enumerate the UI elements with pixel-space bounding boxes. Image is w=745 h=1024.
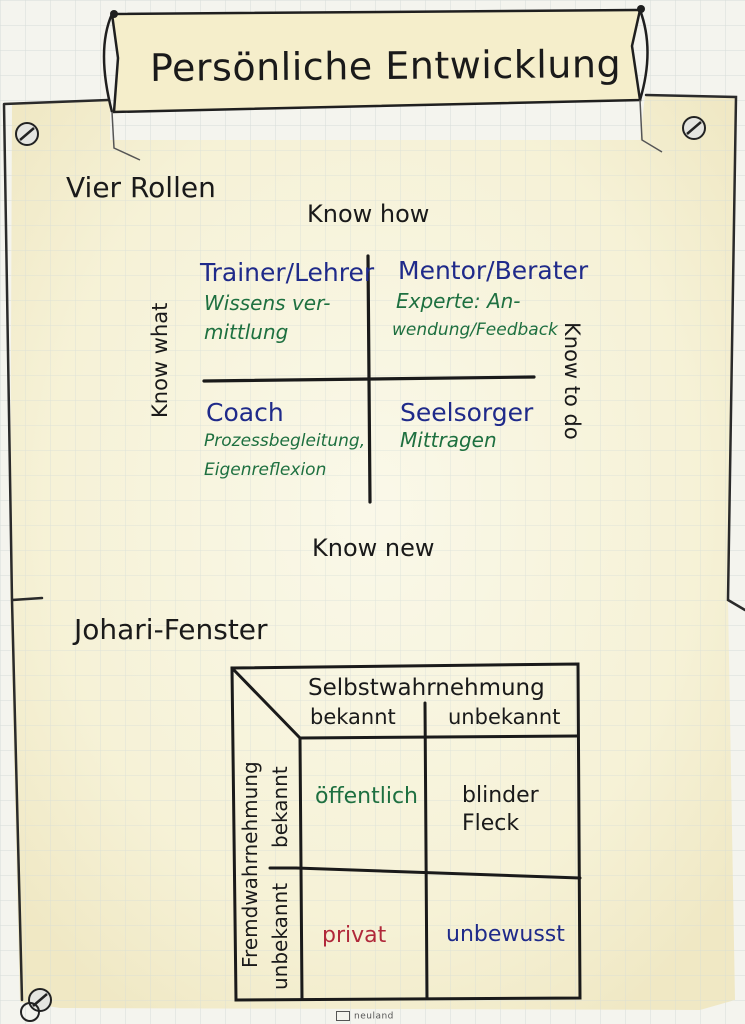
- role-mentor: Mentor/Berater: [398, 256, 589, 285]
- role-mentor-desc: Experte: An-: [396, 289, 521, 313]
- johari-cell-public: öffentlich: [315, 784, 418, 809]
- screw-icon: [20, 988, 52, 1022]
- brand-logo: neuland: [336, 1011, 394, 1022]
- screw-icon: [15, 122, 39, 146]
- axis-label-bottom: Know new: [312, 534, 435, 562]
- role-coach: Coach: [206, 398, 284, 427]
- johari-cell-blind: Fleck: [462, 811, 520, 836]
- johari-cell-private: privat: [322, 923, 387, 948]
- brand-name: neuland: [354, 1011, 394, 1022]
- role-trainer-desc: Wissens ver-: [204, 291, 331, 315]
- role-seelsorger: Seelsorger: [400, 398, 534, 427]
- roles-horizontal-line: [202, 375, 536, 383]
- axis-label-right: Know to do: [560, 322, 584, 440]
- johari-grid: [230, 662, 582, 1002]
- section-heading-roles: Vier Rollen: [66, 171, 216, 204]
- johari-col-unknown: unbekannt: [448, 705, 561, 729]
- johari-row-unknown: unbekannt: [268, 882, 292, 990]
- role-mentor-desc: wendung/Feedback: [392, 320, 558, 340]
- johari-row-known: bekannt: [268, 766, 292, 848]
- axis-label-top: Know how: [307, 200, 430, 228]
- axis-label-left: Know what: [148, 302, 172, 418]
- johari-col-known: bekannt: [310, 705, 396, 729]
- screw-icon: [682, 116, 706, 140]
- role-trainer: Trainer/Lehrer: [200, 258, 375, 287]
- johari-side-header: Fremdwahrnehmung: [238, 761, 262, 968]
- role-coach-desc: Prozessbegleitung,: [204, 431, 366, 451]
- section-heading-johari: Johari-Fenster: [74, 613, 268, 646]
- johari-cell-blind: blinder: [462, 783, 539, 808]
- brand-mark-icon: [336, 1011, 350, 1021]
- role-coach-desc: Eigenreflexion: [204, 460, 327, 480]
- johari-cell-unconscious: unbewusst: [446, 922, 565, 947]
- page-title: Persönliche Entwicklung: [149, 41, 622, 91]
- role-trainer-desc: mittlung: [204, 320, 289, 344]
- role-seelsorger-desc: Mittragen: [400, 428, 497, 452]
- johari-top-header: Selbstwahrnehmung: [308, 675, 545, 701]
